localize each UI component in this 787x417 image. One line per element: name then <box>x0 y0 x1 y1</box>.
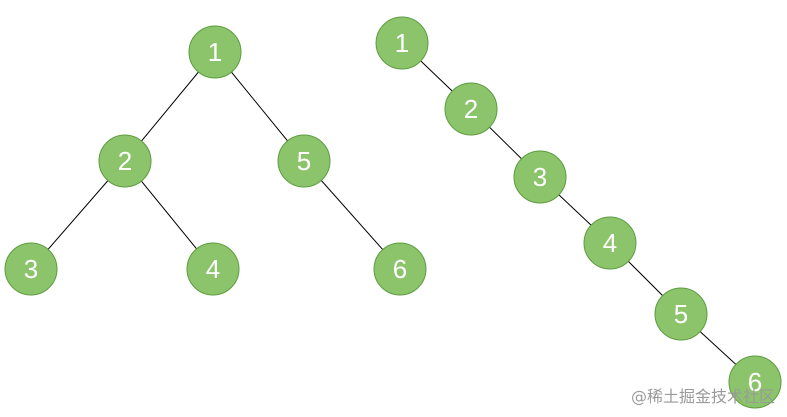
node-label: 4 <box>206 254 220 284</box>
edges-layer <box>30 42 756 383</box>
node-circle <box>654 287 708 341</box>
node-label: 2 <box>464 94 478 124</box>
node-circle <box>373 242 427 296</box>
flattened-list-node-5: 5 <box>654 287 708 341</box>
binary-tree-node-3: 3 <box>4 242 58 296</box>
flattened-list-node-1: 1 <box>375 16 429 70</box>
node-circle <box>4 242 58 296</box>
node-label: 2 <box>118 146 132 176</box>
node-label: 6 <box>748 367 762 397</box>
node-circle <box>188 25 242 79</box>
nodes-layer: 1 2 5 3 4 6 1 2 3 4 5 6 <box>4 16 782 409</box>
node-circle <box>583 216 637 270</box>
node-label: 3 <box>24 254 38 284</box>
node-label: 1 <box>208 37 222 67</box>
node-label: 5 <box>297 146 311 176</box>
node-label: 4 <box>603 228 617 258</box>
node-circle <box>444 82 498 136</box>
flattened-list-node-2: 2 <box>444 82 498 136</box>
node-circle <box>375 16 429 70</box>
node-label: 3 <box>533 162 547 192</box>
node-circle <box>186 242 240 296</box>
flattened-list-node-3: 3 <box>513 150 567 204</box>
node-label: 1 <box>395 28 409 58</box>
binary-tree-node-5: 5 <box>277 134 331 188</box>
flattened-list-node-4: 4 <box>583 216 637 270</box>
binary-tree-node-1: 1 <box>188 25 242 79</box>
node-label: 6 <box>393 254 407 284</box>
watermark-text: @稀土掘金技术社区 <box>630 387 775 406</box>
binary-tree-node-4: 4 <box>186 242 240 296</box>
node-label: 5 <box>674 299 688 329</box>
binary-tree-node-6: 6 <box>373 242 427 296</box>
node-circle <box>513 150 567 204</box>
flattened-list-node-6: 6 <box>728 355 782 409</box>
node-circle <box>728 355 782 409</box>
node-circle <box>98 134 152 188</box>
node-circle <box>277 134 331 188</box>
binary-tree-node-2: 2 <box>98 134 152 188</box>
